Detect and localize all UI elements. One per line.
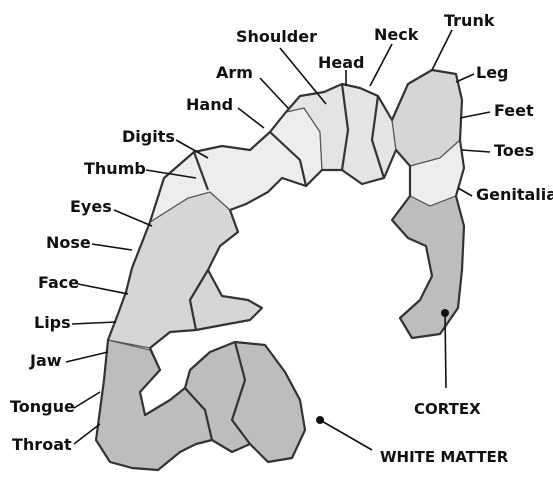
leader-face: [78, 284, 128, 294]
label-shoulder: Shoulder: [236, 27, 317, 46]
label-arm: Arm: [216, 63, 253, 82]
label-nose: Nose: [46, 233, 91, 252]
label-neck: Neck: [374, 25, 419, 44]
label-tongue: Tongue: [10, 397, 75, 416]
leader-neck: [370, 44, 392, 86]
leader-eyes: [114, 210, 152, 226]
leader-leg: [456, 74, 474, 82]
label-genitalia: Genitalia: [476, 185, 553, 204]
label-thumb: Thumb: [84, 159, 146, 178]
label-jaw: Jaw: [29, 351, 62, 370]
leader-genitalia: [458, 188, 472, 196]
leader-hand: [238, 108, 264, 128]
leader-cortex: [445, 313, 446, 388]
leader-lips: [72, 322, 116, 324]
label-head: Head: [318, 53, 365, 72]
label-hand: Hand: [186, 95, 233, 114]
label-throat: Throat: [12, 435, 72, 454]
region-hand-thumb: [150, 108, 322, 222]
label-trunk: Trunk: [444, 11, 495, 30]
leader-toes: [462, 150, 490, 152]
label-digits: Digits: [122, 127, 175, 146]
leader-arm: [260, 78, 288, 108]
leader-feet: [460, 112, 490, 118]
leader-nose: [92, 244, 132, 250]
label-white-matter: WHITE MATTER: [380, 448, 509, 466]
label-feet: Feet: [494, 101, 534, 120]
label-lips: Lips: [34, 313, 71, 332]
leader-tongue: [74, 392, 100, 408]
label-toes: Toes: [494, 141, 534, 160]
leader-jaw: [66, 352, 108, 362]
label-cortex: CORTEX: [414, 400, 481, 418]
label-face: Face: [38, 273, 79, 292]
label-leg: Leg: [476, 63, 509, 82]
label-eyes: Eyes: [70, 197, 112, 216]
leader-trunk: [432, 30, 452, 70]
leader-white-matter: [320, 420, 372, 450]
